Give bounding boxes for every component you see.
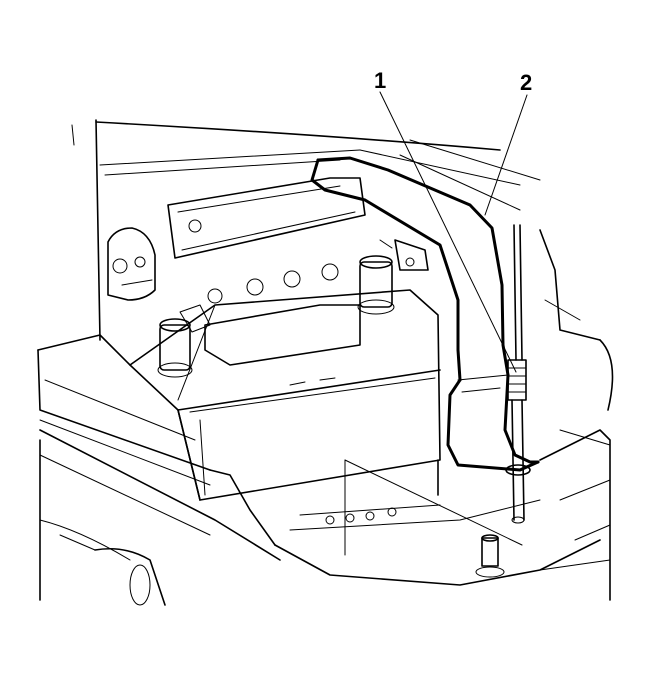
battery-tray <box>274 459 601 586</box>
connector <box>379 239 429 271</box>
firewall-panel <box>71 119 541 341</box>
battery <box>129 255 441 501</box>
front-fascia <box>37 334 281 606</box>
hold-down-bracket <box>310 156 540 472</box>
right-structure <box>539 229 614 601</box>
callout-1: 1 <box>374 68 386 93</box>
tray-bolt <box>475 534 505 578</box>
j-bolt <box>505 224 531 524</box>
left-bracket <box>107 227 156 301</box>
callout-2: 2 <box>520 70 532 95</box>
leader-lines <box>344 91 528 556</box>
upper-rail <box>167 177 366 259</box>
